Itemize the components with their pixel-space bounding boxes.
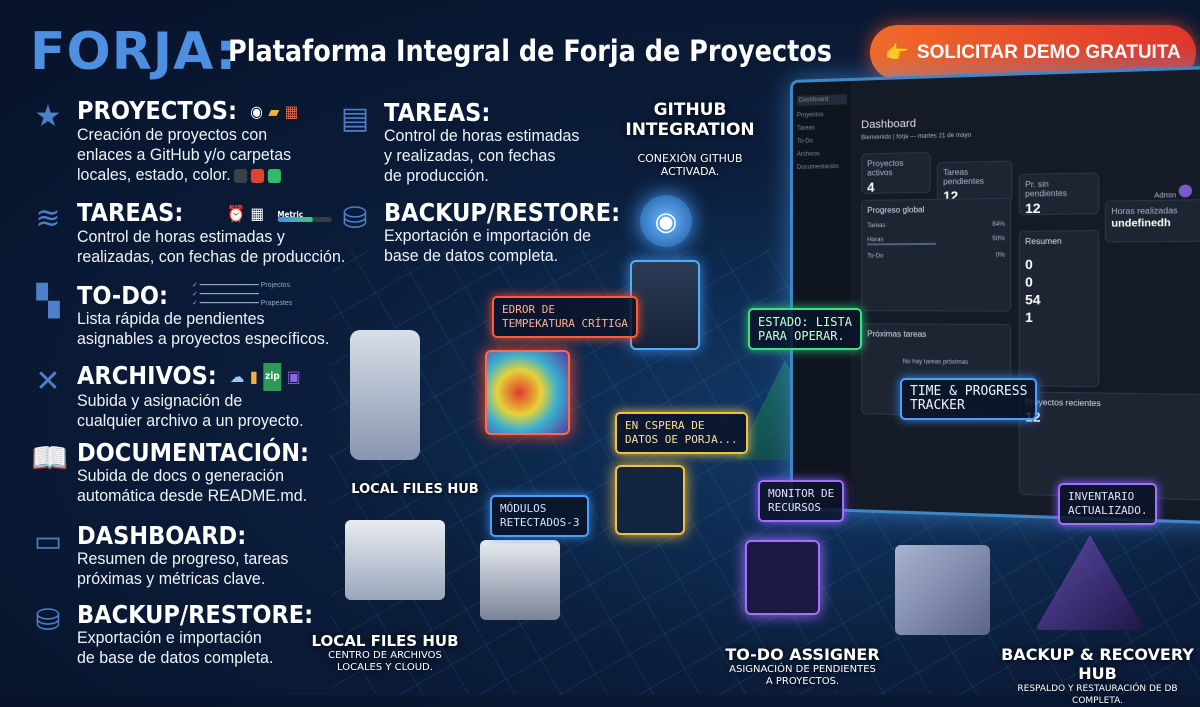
heatmap-cube-icon <box>485 350 570 435</box>
sidebar-item-documentacion[interactable]: Documentación <box>796 164 839 171</box>
archive-file-icon: ▮ <box>249 367 258 386</box>
color-swatch-green <box>268 168 282 183</box>
feature-dashboard: ▭ DASHBOARD: Resumen de progreso, tareas… <box>34 521 377 589</box>
server-rack-icon <box>630 260 700 350</box>
feature-desc: Exportación e importación de base de dat… <box>77 628 274 667</box>
feature-backup-2: ⛁ BACKUP/RESTORE: Exportación e importac… <box>342 198 684 266</box>
feature-desc: Subida y asignación de cualquier archivo… <box>77 391 304 430</box>
feature-todo: ▚ TO-DO: ✓ ━━━━━━━━━━━━━━ Projectos✓ ━━━… <box>36 281 377 349</box>
tools-icon: ✕ <box>35 365 61 398</box>
sidebar-item-tareas[interactable]: Tareas <box>796 125 815 132</box>
chart-icon: ▭ <box>33 525 63 558</box>
feature-title: DOCUMENTACIÓN: <box>77 438 310 467</box>
callout-waiting-data: EN CSPERA DE DATOS OE PORJA... <box>615 412 748 454</box>
metric-bar: Metric <box>277 206 332 222</box>
feature-documentacion: 📖 DOCUMENTACIÓN: Subida de docs o genera… <box>31 438 377 506</box>
github-icon: ◉ <box>640 195 692 247</box>
callout-time-progress-tracker: TIME & PROGRESS TRACKER <box>900 378 1038 420</box>
feature-title: TAREAS: <box>77 198 184 227</box>
progress-panel: Progreso global Tareas 84% Horas 50% To-… <box>861 197 1012 312</box>
pointing-hand-icon: 👉 <box>885 42 909 64</box>
metric-label: Metric <box>277 210 304 219</box>
sidebar-item-proyectos[interactable]: Proyectos <box>796 112 824 119</box>
feature-title: BACKUP/RESTORE: <box>384 198 621 227</box>
feature-tareas: ≋ TAREAS: ⏰▦ Metric Control de horas est… <box>35 198 377 267</box>
sidebar-item-todo[interactable]: To-Do <box>796 138 813 145</box>
database-sync-icon: ⛁ <box>35 604 61 637</box>
star-icon: ★ <box>34 100 62 133</box>
feature-title: TAREAS: <box>384 98 491 127</box>
database-sync-icon: ⛁ <box>342 202 368 235</box>
book-icon: 📖 <box>31 442 69 475</box>
avatar <box>1178 184 1192 198</box>
feature-title: TO-DO: <box>77 281 169 310</box>
alarm-clock-icon: ⏰ <box>227 204 246 223</box>
local-files-hub-sub: CENTRO DE ARCHIVOS LOCALES Y CLOUD. <box>328 650 442 673</box>
dashboard-sidebar: Dashboard Proyectos Tareas To-Do Archivo… <box>792 80 851 510</box>
callout-modules-detected: MÓDULOS RETECTADOS-3 <box>490 495 590 537</box>
feature-desc: Lista rápida de pendientes asignables a … <box>77 309 330 348</box>
feature-title: DASHBOARD: <box>77 521 247 550</box>
feature-proyectos: ★ PROYECTOS: ◉ ▰▦ Creación de proyectos c… <box>35 96 377 185</box>
feature-desc: Exportación e importación de base de dat… <box>384 226 591 265</box>
color-swatch-red <box>251 168 265 183</box>
sidebar-item-archivos[interactable]: Archivos <box>796 151 820 158</box>
zip-file-icon: zip <box>263 363 282 391</box>
dashboard-subtitle: Bienvenido | forja — martes 21 de mayo <box>861 132 972 142</box>
sidebar-item-dashboard[interactable]: Dashboard <box>796 94 847 106</box>
feature-desc: Control de horas estimadas y realizadas,… <box>384 126 580 185</box>
printer-icon <box>480 540 560 620</box>
waveform-cube-icon <box>615 465 685 535</box>
feature-title: ARCHIVOS: <box>77 361 217 390</box>
request-demo-label: SOLICITAR DEMO GRATUITA <box>916 41 1181 63</box>
todo-mini-list: ✓ ━━━━━━━━━━━━━━ Projectos✓ ━━━━━━━━━━━━… <box>192 282 293 307</box>
callout-temperature-error: EDROR DE TEMPEKATURA CRÍTIGA <box>492 296 638 338</box>
cloud-icon: ☁ <box>230 367 245 386</box>
feature-archivos: ✕ ARCHIVOS: ☁▮ zip▣ Subida y asignación d… <box>35 361 377 431</box>
feature-tareas-2: ▤ TAREAS: Control de horas estimadas y r… <box>341 98 684 186</box>
folder-icon: ▰ <box>268 102 280 121</box>
brand-logo: FORJA: <box>30 22 238 82</box>
feature-backup: ⛁ BACKUP/RESTORE: Exportación e importac… <box>35 600 377 668</box>
user-menu[interactable]: Admin <box>1154 184 1192 200</box>
image-file-icon: ▣ <box>286 367 301 386</box>
local-files-hub-label-top: LOCAL FILES HUB <box>351 482 479 497</box>
dashboard-title: Dashboard <box>861 117 917 132</box>
callout-status-ready: ESTADO: LISTA PARA OPERAR. <box>748 308 862 350</box>
feature-title: PROYECTOS: <box>77 96 238 125</box>
metric-fill <box>277 217 313 222</box>
color-swatch-gray <box>234 168 248 183</box>
feature-title: BACKUP/RESTORE: <box>77 600 314 629</box>
file-storage-icon <box>350 330 420 460</box>
resource-monitor-cube-icon <box>745 540 820 615</box>
feature-desc: Resumen de progreso, tareas próximas y m… <box>77 549 289 588</box>
map-icon: ▚ <box>36 285 60 318</box>
feature-desc: Creación de proyectos con enlaces a GitH… <box>77 125 292 184</box>
github-integration-sub: CONEXIÓN GITHUB ACTIVADA. <box>637 152 743 178</box>
dashboard-screen-mockup: Dashboard Proyectos Tareas To-Do Archivo… <box>790 65 1200 525</box>
todo-assigner-sub: ASIGNACIÓN DE PENDIENTES A PROYECTOS. <box>729 664 876 687</box>
vault-safe-icon <box>895 545 990 635</box>
feature-desc: Control de horas estimadas y realizadas,… <box>77 227 346 266</box>
palette-icon: ▦ <box>284 102 299 121</box>
page-title: Plataforma Integral de Forja de Proyecto… <box>228 34 832 68</box>
feature-desc: Subida de docs o generación automática d… <box>77 466 308 505</box>
desk-workstation-icon <box>345 520 445 600</box>
calendar-icon: ▦ <box>250 204 265 223</box>
github-icon: ◉ <box>250 102 263 121</box>
github-integration-title: GITHUB INTEGRATION <box>625 100 755 140</box>
book-icon: ▤ <box>340 102 370 135</box>
callout-inventory-updated: INVENTARIO ACTUALIZADO. <box>1058 483 1158 525</box>
layers-icon: ≋ <box>35 202 61 235</box>
callout-resource-monitor: MONITOR DE RECURSOS <box>758 480 845 522</box>
backup-recovery-hub-sub: RESPALDO Y RESTAURACIÓN DE DB COMPLETA. <box>1017 684 1178 706</box>
